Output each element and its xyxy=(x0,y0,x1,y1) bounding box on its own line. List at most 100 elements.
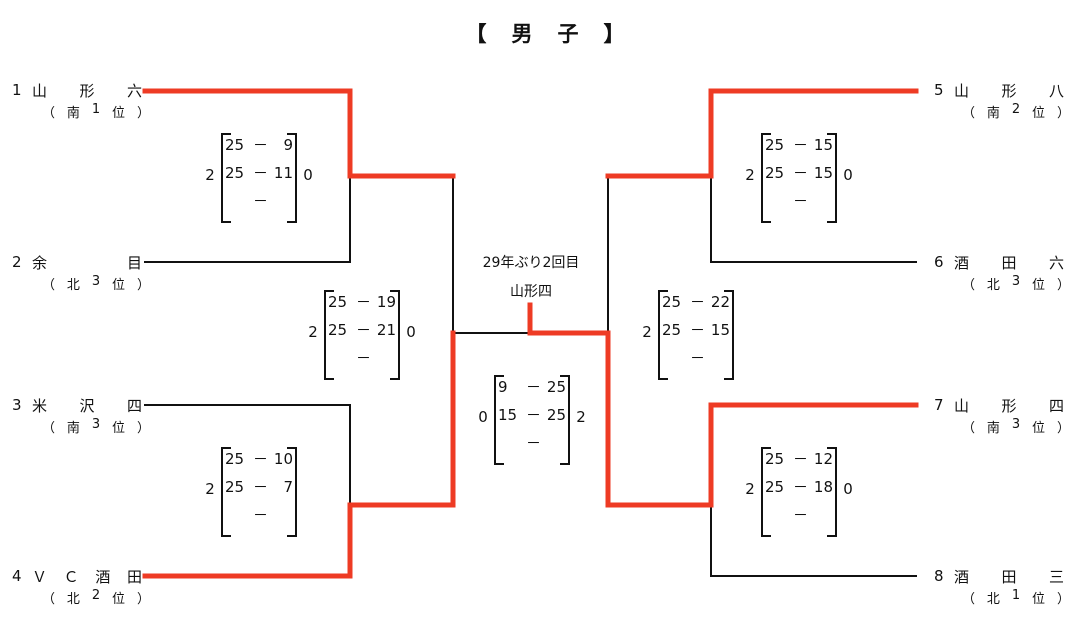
set-row: － xyxy=(494,432,570,454)
char: 山 xyxy=(32,81,48,100)
char: 北 xyxy=(66,592,80,607)
path-team-2 xyxy=(144,175,351,263)
team-seed: 5 xyxy=(934,81,944,99)
set-score-right: 7 xyxy=(283,478,293,496)
team-name: 山形八 xyxy=(954,80,1064,101)
char: 位 xyxy=(112,592,126,607)
set-score-right: 25 xyxy=(546,378,566,396)
team-name: 米沢四 xyxy=(32,395,142,416)
char: Ｃ xyxy=(63,567,79,586)
set-row: 25－11 xyxy=(221,162,297,184)
char: （ xyxy=(42,421,56,436)
set-score-left: 25 xyxy=(328,293,348,311)
set-dash: － xyxy=(690,293,706,311)
bracket-right xyxy=(287,447,297,537)
char: 南 xyxy=(66,421,80,436)
char: 三 xyxy=(1048,567,1064,586)
char: 3 xyxy=(91,417,101,432)
set-row: 25－15 xyxy=(761,162,837,184)
bracket-lines-winner xyxy=(142,88,919,579)
char: 南 xyxy=(66,106,80,121)
set-row: － xyxy=(221,190,297,212)
char: 酒 xyxy=(954,253,970,272)
char: 位 xyxy=(112,106,126,121)
path-team-6 xyxy=(710,175,917,263)
set-dash: － xyxy=(253,506,269,524)
char: 3 xyxy=(1011,417,1021,432)
set-row: － xyxy=(221,504,297,526)
bracket-left xyxy=(658,290,668,380)
char: 位 xyxy=(112,421,126,436)
path-team-5 xyxy=(605,88,919,179)
char: ） xyxy=(1056,278,1070,293)
char: （ xyxy=(962,592,976,607)
team-name: 余目 xyxy=(32,252,142,273)
sets-won-left: 2 xyxy=(642,323,652,341)
char: 3 xyxy=(1011,274,1021,289)
char: 田 xyxy=(126,567,142,586)
set-dash: － xyxy=(253,478,269,496)
sets-won-left: 2 xyxy=(308,323,318,341)
set-row: 25－19 xyxy=(324,291,400,313)
char: 形 xyxy=(79,81,95,100)
char: 四 xyxy=(126,396,142,415)
bracket-right xyxy=(827,447,837,537)
char: 田 xyxy=(1001,253,1017,272)
char: 北 xyxy=(66,278,80,293)
char: 八 xyxy=(1048,81,1064,100)
team-name: 酒田三 xyxy=(954,566,1064,587)
champion-note: 29年ぶり2回目 xyxy=(482,255,580,271)
set-score-left: 25 xyxy=(662,321,682,339)
bracket-right xyxy=(724,290,734,380)
char: 目 xyxy=(126,253,142,272)
set-dash: － xyxy=(356,321,372,339)
set-dash: － xyxy=(793,450,809,468)
set-score-right: 12 xyxy=(813,450,833,468)
char: 2 xyxy=(1011,102,1021,117)
sets-won-left: 0 xyxy=(478,408,488,426)
char: 形 xyxy=(1001,81,1017,100)
char: ） xyxy=(136,421,150,436)
set-dash: － xyxy=(253,136,269,154)
set-dash: － xyxy=(253,450,269,468)
char: 3 xyxy=(91,274,101,289)
team-seed: 8 xyxy=(934,567,944,585)
set-score-left: 25 xyxy=(662,293,682,311)
set-score-left: 25 xyxy=(225,478,245,496)
team-seed: 1 xyxy=(12,81,22,99)
bracket-right xyxy=(390,290,400,380)
sets-won-left: 2 xyxy=(205,166,215,184)
char: （ xyxy=(962,278,976,293)
set-score-right: 15 xyxy=(813,136,833,154)
set-score-left: 25 xyxy=(765,450,785,468)
char: （ xyxy=(962,421,976,436)
set-dash: － xyxy=(690,349,706,367)
set-score-right: 9 xyxy=(283,136,293,154)
set-row: － xyxy=(658,347,734,369)
sets-won-right: 2 xyxy=(576,408,586,426)
char: 田 xyxy=(1001,567,1017,586)
bracket-left xyxy=(761,447,771,537)
set-row: － xyxy=(761,190,837,212)
team-seed: 4 xyxy=(12,567,22,585)
bracket-right xyxy=(560,375,570,465)
char: 沢 xyxy=(79,396,95,415)
set-dash: － xyxy=(356,349,372,367)
char: ） xyxy=(136,278,150,293)
char: 余 xyxy=(32,253,48,272)
team-name: 酒田六 xyxy=(954,252,1064,273)
char: 北 xyxy=(986,278,1000,293)
char: 六 xyxy=(1048,253,1064,272)
team-seed: 6 xyxy=(934,253,944,271)
